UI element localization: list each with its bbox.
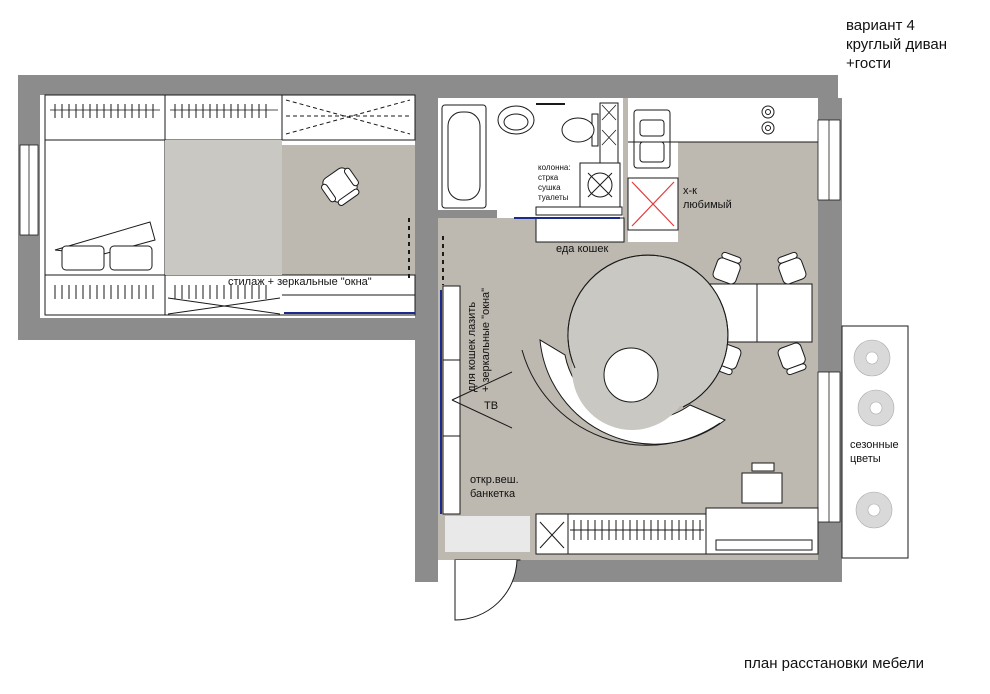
column-item-2: сушка: [538, 183, 561, 192]
flowers-line-1: сезонные: [850, 439, 899, 451]
title-line-3: +гости: [846, 55, 891, 72]
toilet: [561, 117, 595, 143]
bed: [44, 139, 282, 276]
bedroom-bottom-wall: [18, 318, 438, 340]
hanger-line-1: откр.веш.: [470, 474, 519, 486]
bath-wall-left: [415, 98, 437, 218]
column-title: колонна:: [538, 163, 571, 172]
shelving-label: стилаж + зеркальные "окна": [228, 276, 372, 288]
entrance-wardrobe: [535, 507, 819, 555]
cat-climb-line-2: + зеркальные "окна": [480, 287, 492, 392]
flower-icon: [853, 339, 895, 529]
fridge-label-line-1: х-к: [683, 185, 697, 197]
washer-column: [535, 162, 623, 216]
cat-climb-line-1: для кошек лазить: [466, 301, 478, 392]
hanger-label: откр.веш. банкетка: [470, 473, 519, 501]
cat-food-label: еда кошек: [556, 243, 609, 255]
title-line-1: вариант 4: [846, 17, 915, 34]
plan-title: вариант 4 круглый диван +гости: [846, 16, 947, 73]
flowers-line-2: цветы: [850, 453, 881, 465]
bedroom-door-marks: [408, 218, 444, 285]
bedroom-wardrobe-bottom: [44, 274, 416, 316]
armchair: [741, 462, 783, 504]
balcony: [841, 325, 909, 559]
desk-chair: [321, 167, 360, 206]
title-line-2: круглый диван: [846, 36, 948, 53]
fridge-label: х-к любимый: [683, 184, 732, 212]
tv-label: ТВ: [484, 400, 499, 412]
bedroom-wall-corner: [415, 285, 437, 318]
bathroom: [441, 102, 619, 209]
column-item-3: туалеты: [538, 193, 569, 202]
windows: [19, 119, 841, 523]
desk-area-floor: [282, 145, 415, 295]
living-left-wall: [415, 318, 437, 582]
kitchen: [627, 105, 818, 231]
hanger-line-2: банкетка: [470, 488, 516, 500]
cat-food-shelf: [514, 217, 625, 243]
bath-bottom-wall: [415, 210, 497, 218]
flowers-label: сезонные цветы: [850, 438, 899, 466]
entrance-door: [454, 559, 521, 621]
dining-chairs: [712, 251, 807, 376]
entrance-mat: [445, 516, 530, 552]
tv-unit: [440, 285, 513, 515]
plan-footer: план расстановки мебели: [744, 655, 924, 672]
fridge-label-line-2: любимый: [683, 199, 732, 211]
column-item-1: стрка: [538, 173, 559, 182]
bedroom-wardrobe: [44, 94, 416, 141]
round-sofa: [521, 254, 729, 446]
column-label: колонна: стрка сушка туалеты: [538, 163, 571, 203]
cat-climb-label: для кошек лазить + зеркальные "окна": [465, 288, 493, 392]
